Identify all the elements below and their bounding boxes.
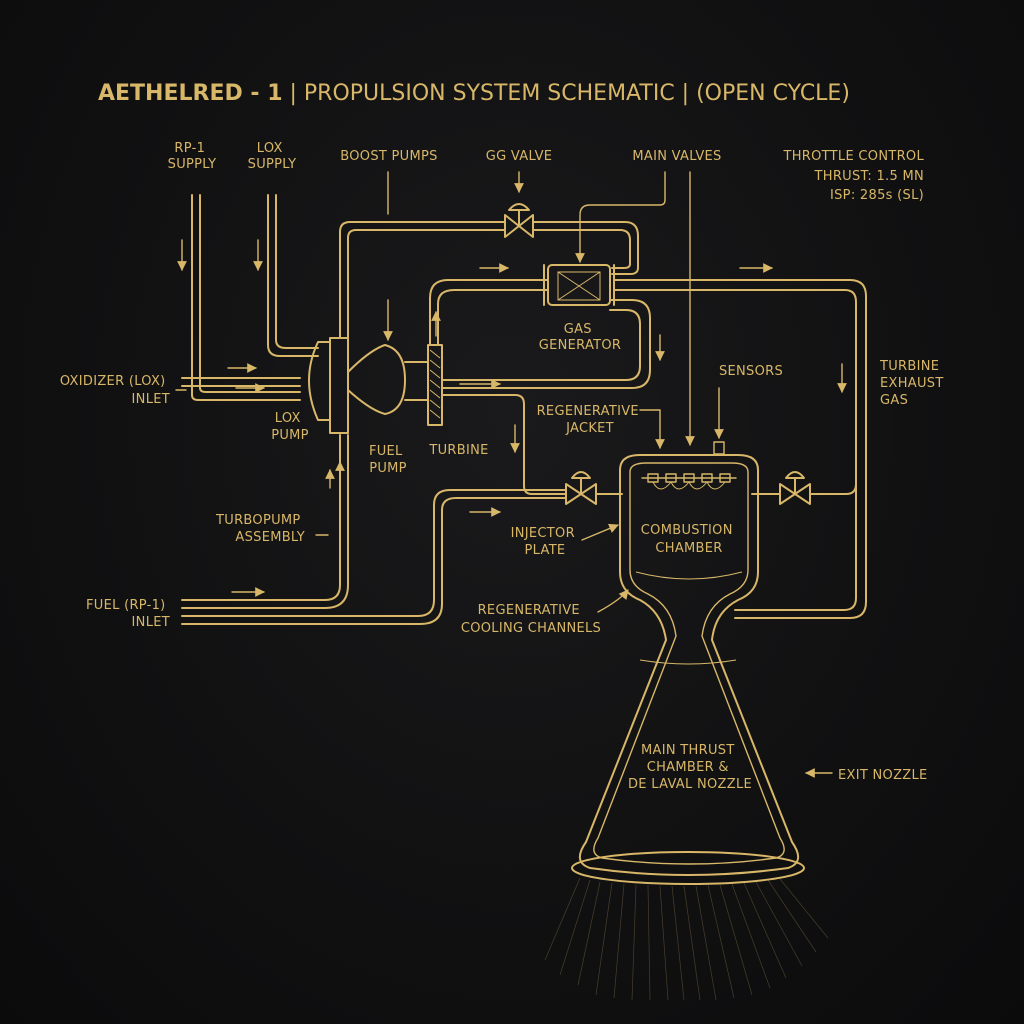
main-valves-label: MAIN VALVES [632,149,721,164]
regen-jacket-label: REGENERATIVE JACKET [537,404,644,436]
main-valve-left[interactable] [565,471,623,505]
turbine-exhaust-label: TURBINE EXHAUST GAS [879,359,948,408]
lox-supply-label: LOX SUPPLY [248,141,297,172]
gas-generator-label: GAS GENERATOR [539,322,622,353]
sensor [713,387,725,455]
title-strong: AETHELRED - 1 [98,81,283,106]
thrust-label: THRUST: 1.5 MN [814,169,925,184]
combustion-chamber [579,454,799,876]
main-valve-right[interactable] [751,459,857,505]
main-thrust-label: MAIN THRUST CHAMBER & DE LAVAL NOZZLE [628,743,752,792]
title: AETHELRED - 1 | PROPULSION SYSTEM SCHEMA… [98,81,850,106]
injector-plate [641,473,737,490]
injector-plate-label: INJECTOR PLATE [511,526,580,558]
isp-label: ISP: 285s (SL) [830,188,924,203]
flow-arrows [177,171,847,597]
turbopump-assembly-label: TURBOPUMP ASSEMBLY [215,513,305,545]
combustion-chamber-label: COMBUSTION CHAMBER [641,523,737,556]
nozzle-exit [571,851,805,885]
turbine-exhaust-line [613,279,867,619]
gg-feed-line [339,221,639,339]
lox-supply-line [267,194,319,357]
exhaust-plume [544,877,829,1001]
oxidizer-inlet-label: OXIDIZER (LOX) INLET [60,374,170,407]
gg-valve[interactable] [504,203,534,238]
gas-generator [543,264,615,306]
rp1-supply-line [191,194,301,401]
gg-turbine-lower-loop [441,299,651,389]
gg-valve-label: GG VALVE [486,149,553,164]
rp1-supply-label: RP-1 SUPPLY [168,141,217,172]
fuel-inlet-label: FUEL (RP-1) INLET [86,598,170,630]
fuel-pump [347,344,406,415]
lox-pump [308,337,349,434]
fuel-pump-label: FUEL PUMP [369,444,407,476]
turbine [404,344,443,426]
turbine-drive-line [429,279,549,346]
boost-pumps-label: BOOST PUMPS [340,149,437,164]
throttle-control-label: THROTTLE CONTROL [782,149,924,164]
lox-pump-label: LOX PUMP [271,411,309,443]
turbine-label: TURBINE [428,443,488,458]
title-rest: | PROPULSION SYSTEM SCHEMATIC | (OPEN CY… [283,81,850,106]
fuel-inlet-line [181,434,567,625]
leader-lines [175,389,833,778]
main-valves-leader [575,171,666,263]
regen-cooling-label: REGENERATIVE COOLING CHANNELS [461,603,601,636]
oxidizer-inlet-line [181,377,301,387]
exit-nozzle-label: EXIT NOZZLE [838,768,928,783]
sensors-label: SENSORS [719,364,783,379]
main-lox-feed [441,394,567,495]
